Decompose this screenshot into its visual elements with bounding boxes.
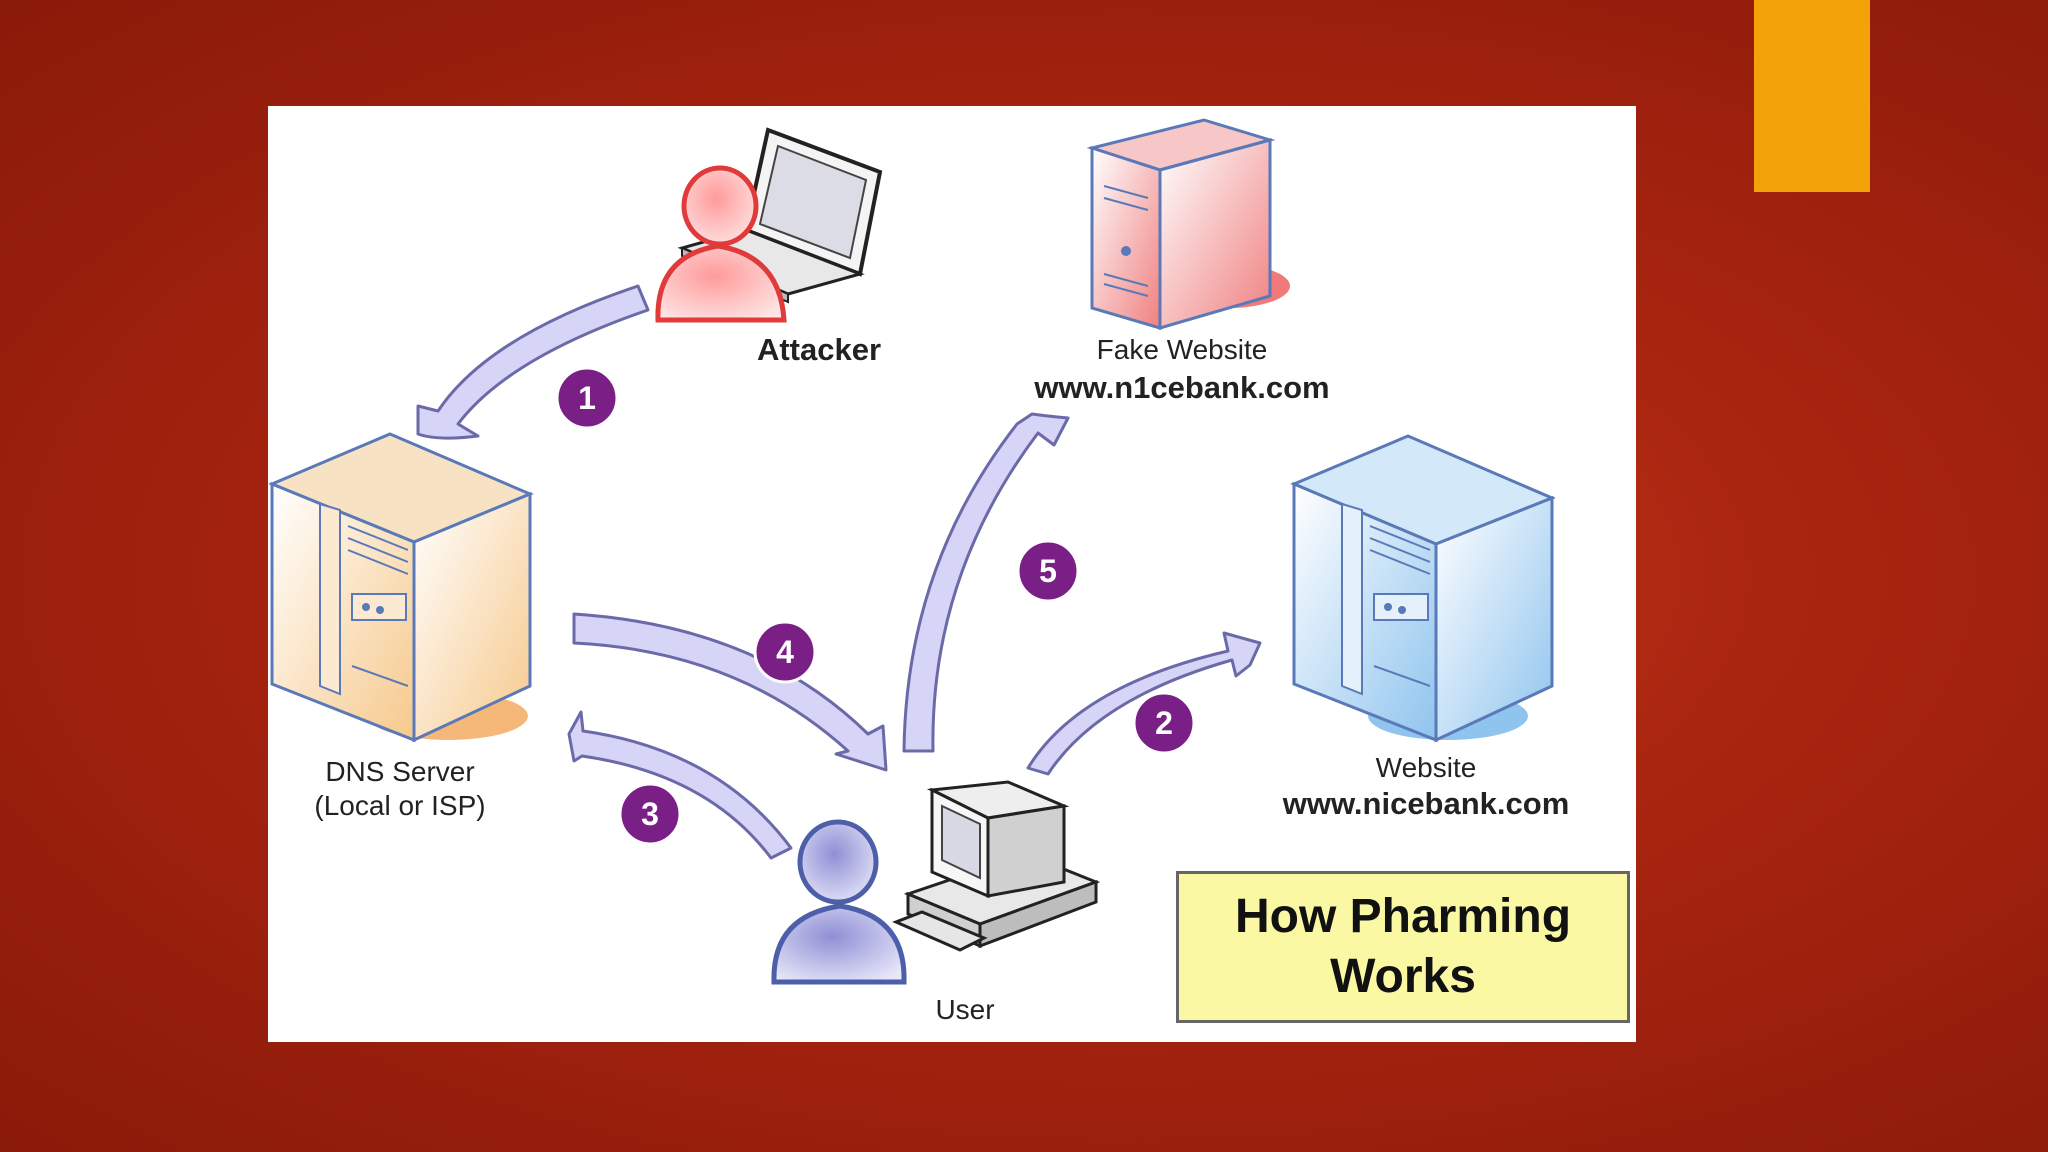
step-number: 5 — [1039, 553, 1057, 589]
diagram-title: How Pharming Works — [1234, 890, 1572, 1003]
step-badge-4: 4 — [753, 620, 817, 684]
user-label: User — [935, 994, 995, 1025]
website-server-icon — [1290, 434, 1556, 743]
step-number: 3 — [641, 796, 659, 832]
dns-server-label: DNS Server — [325, 756, 475, 787]
fake-website-url: www.n1cebank.com — [1034, 370, 1330, 405]
user-icon — [771, 780, 1101, 985]
pharming-diagram: 1 2 3 4 5 Attacker Fake Website www.n1ce… — [268, 106, 1636, 1042]
step-number: 1 — [578, 380, 596, 416]
attacker-icon — [655, 127, 883, 323]
diagram-canvas: 1 2 3 4 5 — [268, 118, 1556, 985]
slide-accent-bar — [1754, 0, 1870, 192]
dns-server-sublabel: (Local or ISP) — [314, 790, 486, 821]
arrow-step-1 — [416, 284, 650, 440]
step-number: 2 — [1155, 705, 1173, 741]
diagram-title-box: How Pharming Works — [1176, 871, 1630, 1023]
attacker-label: Attacker — [756, 332, 882, 367]
website-url: www.nicebank.com — [1282, 786, 1570, 821]
fake-website-label: Fake Website — [1096, 334, 1268, 365]
arrow-step-2 — [1026, 631, 1262, 776]
website-label: Website — [1375, 752, 1477, 783]
step-number: 4 — [776, 634, 794, 670]
step-badge-2: 2 — [1132, 691, 1196, 755]
arrow-step-4 — [572, 612, 888, 772]
arrow-step-3 — [567, 710, 793, 860]
dns-server-icon — [268, 432, 534, 743]
step-badge-3: 3 — [618, 782, 682, 846]
step-badge-1: 1 — [555, 366, 619, 430]
arrow-step-5 — [902, 412, 1070, 753]
step-badge-5: 5 — [1016, 539, 1080, 603]
fake-server-icon — [1086, 118, 1290, 331]
